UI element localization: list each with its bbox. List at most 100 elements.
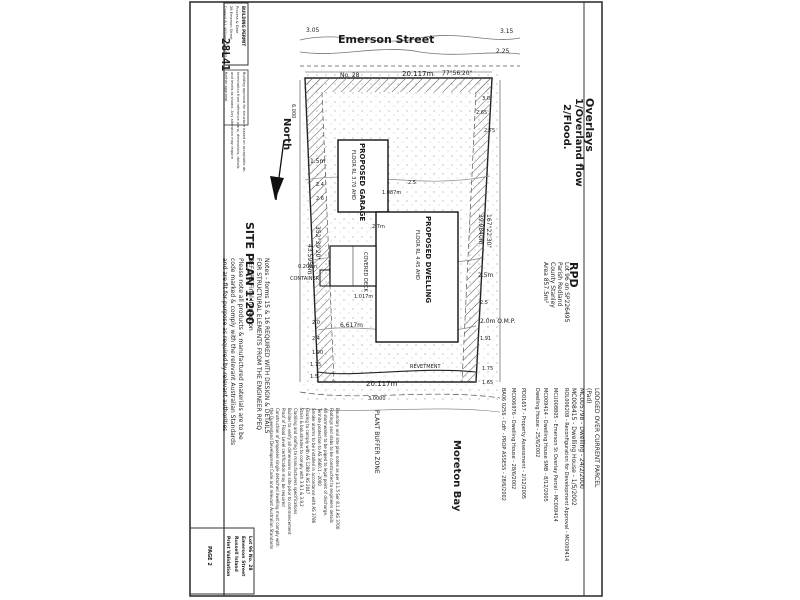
dim-side-b: 1.087m [382,190,402,196]
moreton-bay-label: Moreton Bay [451,440,462,512]
hatch-front-setback [305,78,492,92]
stamp-line-2: Council B.J. Williams A70775 [223,6,227,58]
overlays-heading: Overlays [583,98,596,152]
history-heading: LODGED OVER CURRENT PARCEL [593,388,600,488]
notes-line-3: Termite protection to AS 3660.1 - 2000 [317,408,322,486]
notes-line-0: Boundary and site plan notes as per 3.1.… [335,408,340,530]
rpd-line-2: County Stanley [549,262,556,308]
boundary-top-bearing: 77°56'20" [442,70,473,77]
level-4: 2.75 [484,128,496,134]
level-3: 2.65 [476,110,488,116]
notes-line-8: Builder to verify all dimensions on site… [287,408,292,535]
boundary-top-length: 20.117m [402,70,434,78]
dwelling-floor-level: FLOOR RL 4.45 AHD [414,230,420,281]
garage-floor-level: FLOOR RL 3.70 AHD [350,150,356,201]
titleblock-line-2: Russell Island [233,536,238,572]
street-rl-left: 3.05 [306,27,320,34]
setback-line-right [461,91,477,383]
history-line-5: MC009414 - Dwelling House SMB - 8/12/200… [542,388,548,502]
boundary-depth-left-bearing: 352°39'20" [314,226,321,261]
approval-note-box [223,69,249,126]
level-11: 1.75 [310,362,322,368]
street-rl-right: 3.15 [500,28,514,35]
history-line-9: BA06 0256 - Cdfr - PROP ASSESS - 28/6/20… [500,388,506,501]
history-line-0: (Pad) [585,388,592,404]
lot-number: No. 28 [340,72,360,79]
history-line-3: ROL006208 - Reconfiguration for Developm… [563,388,569,562]
structural-line-2: BEFORE Final Inspection [247,258,254,331]
site-contour-a [304,175,491,182]
deck-label: COVERED DECK [362,252,368,292]
level-9: 2.4 [312,336,320,342]
garage-footprint [337,139,389,213]
level-8: 2.0 [312,320,320,326]
north-label: North [281,118,292,151]
garage-label: PROPOSED GARAGE [358,143,366,222]
hatch-left-setback [305,78,334,382]
dim-rear-gap: 1.017m [354,294,374,300]
structural-line-3: Please note all products & manufactured … [237,258,244,440]
approval-line-3: further approval. [224,72,228,103]
dim-side-a: 1.5m [310,158,326,165]
approval-line-2: and levels as shown. Any alteration may … [230,72,234,159]
history-line-4: MCU008805 - Emerson St Overlay Parcel - … [552,388,558,522]
notes-line-4: Smoke alarms to be installed in accordan… [311,408,316,524]
north-arrow-icon [270,176,284,200]
street-contour-2 [299,49,521,55]
structural-line-1: FOR STRUCTURAL ELEMENTS FROM THE ENGINEE… [255,258,262,431]
dim-rear: 6.617m [340,322,364,329]
street-rl-mid: 2.25 [496,48,510,55]
structural-line-0: Notes - forms 15 & 16 REQUIRED WITH DESI… [263,258,270,434]
history-line-8: MC006976 - Dwelling House - 28/6/2002 [510,388,516,490]
hatch-right-setback [462,78,492,382]
dim-mid: 2.7m [372,224,385,230]
stamp-label: BUILDING PERMIT [241,6,246,47]
page-number-box [189,527,225,595]
level-6: 2.5 [480,300,488,306]
level-14: 1.65 [482,380,494,386]
rpd-line-1: Parish Redland [556,262,563,307]
container-footprint [319,269,331,287]
titleblock-line-1: Emerson Street [240,536,245,577]
revetment-label: REVETMENT [410,364,441,370]
approval-line-1: termination from reference plans, dimens… [236,72,240,169]
street-name: Emerson Street [338,33,435,46]
dim-right-gap: 2.5m [478,272,494,279]
street-contour-1 [299,35,521,42]
level-5: 3.0 [482,96,490,102]
overlays-item-1: 1/Overland flow [573,98,584,187]
stamp-line-1: 28 Emerson Street [229,6,233,40]
notes-line-7: Cladding and roofing to manufacturers sp… [293,408,298,515]
notes-line-10: Construction of proposed single detached… [275,408,280,547]
page-number: PAGE 2 [206,546,212,566]
boundary-depth-left: 43.5956m [306,244,313,275]
dim-front-setback: 6.000 [290,104,296,119]
notes-line-2: All stormwater to be piped to legal poin… [323,408,328,517]
level-1: 2.6 [316,196,324,202]
container-label: CONTAINER [290,276,320,282]
notes-line-1: Footings and slabs to be constructed to … [329,408,334,523]
notes-line-9: Proof of Flood Level certification may b… [281,408,286,507]
level-0: 2.4 [316,182,324,188]
boundary-bottom-length: 20.117m [366,380,398,388]
foreshore-line-2 [299,407,501,413]
structural-line-5: and are fit for purpose as required by r… [221,258,228,432]
stamp-line-0: Process & Date [235,6,239,34]
approval-line-0: Building approval for structure based on… [242,72,246,173]
level-7: 1.91 [480,336,492,342]
building-permit-stamp-box [223,2,249,66]
level-12: 1.5 [310,374,318,380]
plant-number: 3.0000 [368,396,386,402]
overlays-item-2: 2/Flood. [561,104,572,150]
notes-line-6: Stairs & balustrades to comply with 3.9.… [299,408,304,507]
revetment-line [317,369,477,375]
rpd-line-3: Area 857.5m² [542,262,549,304]
boundary-depth-right: 39.9840m [477,214,484,245]
rpd-line-0: Lot 96 on SP226495 [563,262,570,323]
dim-omp: 2.0m O.M.P. [480,318,516,325]
plant-buffer-label: PLANT BUFFER ZONE [373,410,380,474]
boundary-depth-right-bearing: 167°22'30" [485,214,492,249]
dwelling-label: PROPOSED DWELLING [424,216,432,304]
titleblock-line-0: Lot 96 No. 28 [247,536,252,571]
